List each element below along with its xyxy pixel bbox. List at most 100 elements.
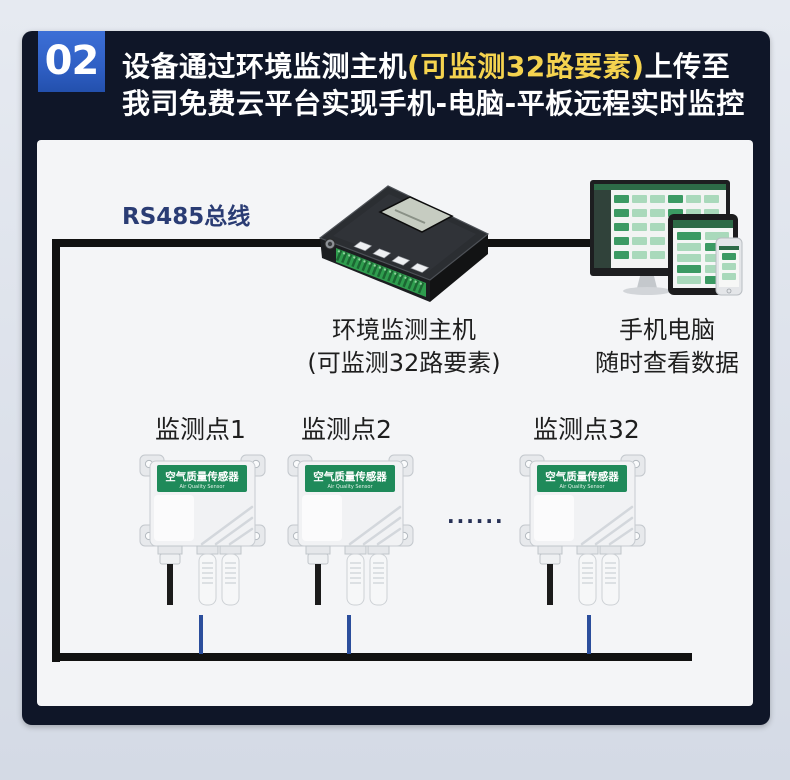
terminals-label-line-2: 随时查看数据 (595, 349, 739, 377)
housing-stripes (200, 505, 254, 546)
monitoring-point-label-1: 监测点1 (155, 415, 246, 444)
dashboard-tile (650, 223, 665, 231)
tablet-header-bar (673, 220, 733, 228)
dashboard-tile (722, 253, 736, 260)
title-line-1-suffix: 上传至 (644, 50, 731, 83)
cable-gland (305, 545, 331, 565)
dashboard-tile (632, 251, 647, 259)
dashboard-tile (614, 209, 629, 217)
dashboard-tile (677, 265, 701, 273)
dashboard-tile (614, 237, 629, 245)
sensor-subtitle: Air Quality Sensor (559, 484, 605, 490)
cable-gland (157, 545, 183, 565)
monitoring-point-label-2: 监测点2 (301, 415, 392, 444)
title-line-1-prefix: 设备通过环境监测主机 (122, 50, 408, 83)
title-line-2: 我司免费云平台实现手机-电脑-平板远程实时监控 (122, 87, 745, 120)
dashboard-tile (632, 209, 647, 217)
housing-stripes (348, 505, 402, 546)
dashboard-tile (614, 223, 629, 231)
sensor-title: 空气质量传感器 (545, 470, 619, 483)
control-button (372, 248, 392, 259)
sensor-probe (196, 545, 219, 606)
monitor-tablet-phone-icon (590, 180, 743, 296)
dashboard-tile (677, 276, 701, 284)
monitor-dashboard (614, 195, 719, 259)
housing-stripes (580, 505, 634, 546)
sensor-label-plate (305, 465, 395, 492)
sensor-label-plate (157, 465, 247, 492)
dashboard-tile (677, 243, 701, 251)
step-number-badge: 02 (38, 31, 105, 92)
bus-bottom-line (52, 653, 692, 661)
sensor-label-plate (537, 465, 627, 492)
dashboard-tile (650, 251, 665, 259)
dashboard-tile (632, 237, 647, 245)
air-quality-sensor-icon: 空气质量传感器 Air Quality Sensor (287, 454, 414, 606)
environment-monitor-host-icon (318, 185, 490, 302)
control-button (410, 262, 430, 273)
terminal-screws (337, 250, 425, 286)
drop-line-3 (587, 615, 591, 654)
monitoring-point-label-32: 监测点32 (533, 415, 640, 444)
air-quality-sensor-icon: 空气质量传感器 Air Quality Sensor (519, 454, 646, 606)
monitor-header-bar (594, 184, 726, 190)
phone-header-bar (719, 246, 739, 250)
sensor-cable (547, 564, 553, 605)
dashboard-tile (614, 195, 629, 203)
dashboard-tile (632, 195, 647, 203)
title-line-1: 设备通过环境监测主机(可监测32路要素)上传至 (122, 48, 745, 85)
sensor-probe (599, 545, 622, 606)
host-right-face (430, 234, 488, 302)
dashboard-tile (614, 251, 629, 259)
housing-shine (154, 495, 194, 541)
host-top-inset (333, 194, 476, 271)
lcd-readout (394, 209, 426, 224)
sensor-title: 空气质量传感器 (313, 470, 387, 483)
sensor-title: 空气质量传感器 (165, 470, 239, 483)
control-button (391, 255, 411, 266)
dashboard-tile (686, 195, 701, 203)
dashboard-tile (677, 232, 701, 240)
sensor-cable (167, 564, 173, 605)
terminal-pins (335, 249, 427, 295)
control-button (353, 241, 373, 252)
bus-left-line (52, 239, 60, 662)
sensor-drop-lines (199, 615, 591, 654)
housing-shine (302, 495, 342, 541)
monitor-neck (637, 276, 657, 288)
cable-gland (537, 545, 563, 565)
dashboard-tile (632, 223, 647, 231)
monitor-base (623, 287, 671, 295)
sensor-probe (344, 545, 367, 606)
antenna-connector-core (327, 241, 333, 247)
sensor-subtitle: Air Quality Sensor (327, 484, 373, 490)
host-name-label: 环境监测主机 (332, 316, 476, 344)
lcd-screen (378, 196, 454, 233)
housing-shine (534, 495, 574, 541)
drop-line-1 (199, 615, 203, 654)
rs485-bus-label: RS485总线 (122, 204, 251, 230)
dashboard-tile (677, 254, 701, 262)
sensor-probe (576, 545, 599, 606)
page-title: 设备通过环境监测主机(可监测32路要素)上传至 我司免费云平台实现手机-电脑-平… (122, 48, 745, 122)
sensor-subtitle: Air Quality Sensor (179, 484, 225, 490)
more-points-ellipsis: ...... (447, 504, 505, 528)
dashboard-tile (650, 195, 665, 203)
title-highlight: (可监测32路要素) (407, 50, 645, 83)
phone-icon (715, 237, 743, 296)
air-quality-sensor-icon: 空气质量传感器 Air Quality Sensor (139, 454, 266, 606)
dashboard-tile (722, 273, 736, 280)
dashboard-tile (704, 195, 719, 203)
dashboard-tile (668, 195, 683, 203)
dashboard-tile (650, 209, 665, 217)
host-capacity-label: (可监测32路要素) (307, 349, 501, 377)
sensor-cable (315, 564, 321, 605)
sensor-probe (367, 545, 390, 606)
dashboard-tile (650, 237, 665, 245)
drop-line-2 (347, 615, 351, 654)
phone-dashboard (722, 253, 736, 280)
monitor-sidebar (594, 190, 611, 268)
terminals-label-line-1: 手机电脑 (619, 316, 715, 344)
sensor-probe (219, 545, 242, 606)
